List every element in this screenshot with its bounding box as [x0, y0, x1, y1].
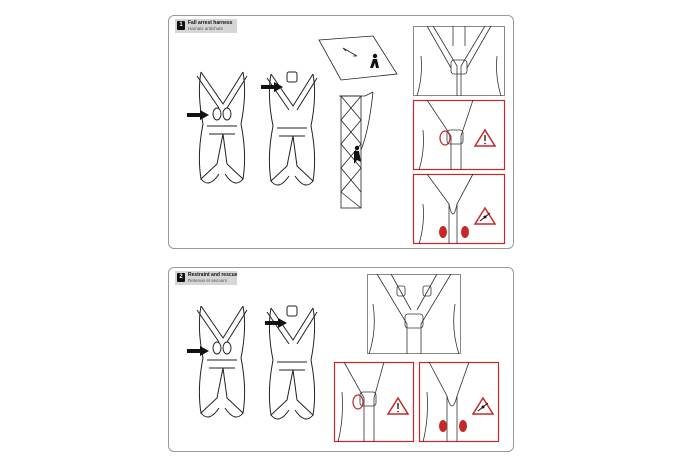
pylon-climber-illustration — [339, 91, 374, 209]
section-number: 1 — [177, 21, 185, 30]
harness-back-illustration — [266, 71, 318, 186]
section-title: Fall arrest harness — [188, 20, 233, 26]
harness-front-illustration — [196, 71, 248, 184]
warning-triangle-icon — [473, 128, 497, 147]
rescue-attachment-detail — [367, 273, 461, 355]
section-subtitle: Harnais antichute — [188, 26, 224, 31]
rescue-detail-prohibited — [418, 361, 500, 443]
section-title: Restraint and rescue — [188, 272, 238, 278]
harness-back-illustration — [266, 305, 318, 420]
section-subtitle: Retenue et secours — [188, 278, 228, 283]
section-restraint-rescue: 2 Restraint and rescue Retenue et secour… — [168, 267, 514, 452]
section-header: 1 Fall arrest harness Harnais antichute — [175, 19, 237, 33]
arrow-pointer-icon — [187, 110, 209, 120]
section-header: 2 Restraint and rescue Retenue et secour… — [175, 271, 237, 285]
arrow-pointer-icon — [265, 318, 287, 328]
attachment-detail-warning — [412, 99, 506, 171]
no-fall-icon — [473, 206, 497, 225]
arrow-pointer-icon — [187, 346, 209, 356]
attachment-detail-prohibited — [412, 173, 506, 245]
harness-front-illustration — [196, 305, 248, 418]
section-fall-arrest: 1 Fall arrest harness Harnais antichute — [168, 15, 514, 249]
no-fall-icon — [471, 396, 495, 415]
section-number: 2 — [177, 273, 185, 282]
roof-worker-illustration — [318, 35, 398, 81]
attachment-detail-correct — [413, 25, 505, 97]
warning-triangle-icon — [386, 396, 410, 415]
rescue-detail-warning — [333, 361, 415, 443]
arrow-pointer-icon — [261, 82, 283, 92]
